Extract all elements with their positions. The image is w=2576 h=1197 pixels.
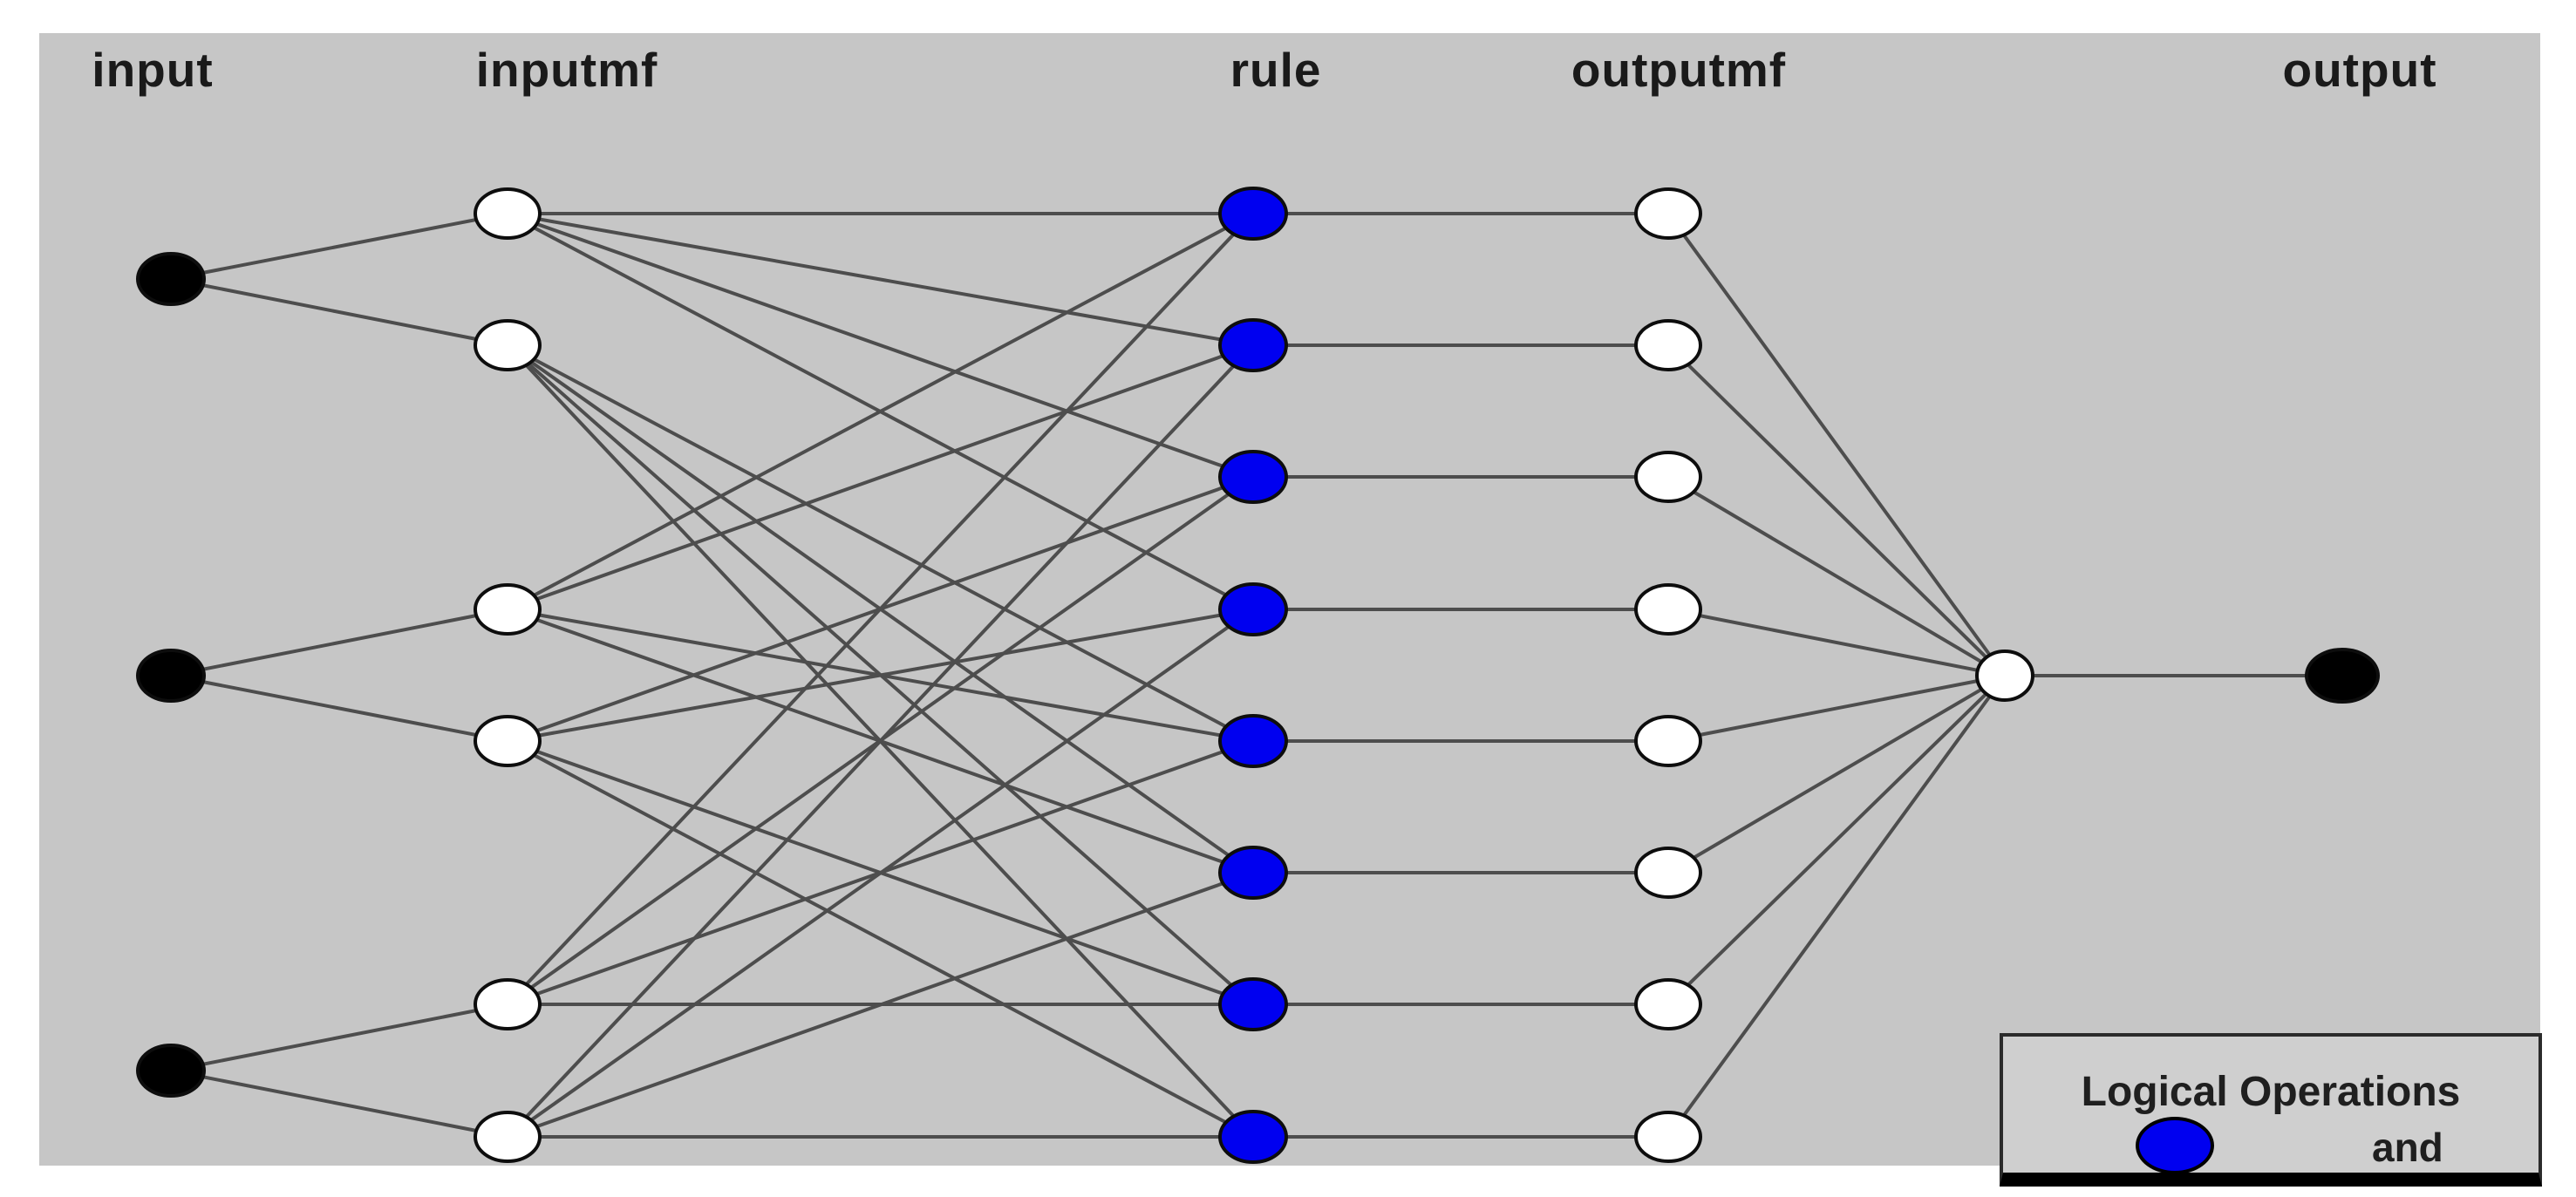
node-rule5 — [1218, 714, 1288, 768]
edge-inputmf5-rule1 — [506, 212, 1255, 1006]
edge-inputmf1-rule3 — [507, 212, 1254, 479]
edge-inputmf4-rule4 — [507, 608, 1254, 743]
node-outputmf1 — [1634, 187, 1702, 240]
edge-outputmf2-agg — [1666, 343, 2007, 677]
legend: Logical Operations and — [2000, 1033, 2542, 1187]
edge-inputmf1-rule2 — [507, 212, 1254, 347]
node-outputmf5 — [1634, 715, 1702, 767]
node-rule8 — [1218, 1110, 1288, 1164]
edge-outputmf4-agg — [1667, 608, 2006, 677]
column-label-outputmf: outputmf — [1571, 43, 1787, 97]
node-outputmf7 — [1634, 978, 1702, 1030]
node-rule2 — [1218, 318, 1288, 372]
node-rule6 — [1218, 846, 1288, 900]
node-output1 — [2305, 648, 2380, 704]
edge-inputmf4-rule8 — [507, 739, 1254, 1139]
edge-outputmf8-agg — [1666, 674, 2007, 1139]
node-outputmf2 — [1634, 319, 1702, 371]
edge-input3-inputmf5 — [170, 1003, 508, 1072]
legend-title: Logical Operations — [2081, 1069, 2461, 1115]
edge-outputmf7-agg — [1666, 674, 2007, 1006]
node-outputmf3 — [1634, 451, 1702, 503]
edge-input1-inputmf2 — [170, 277, 508, 347]
node-rule3 — [1218, 450, 1288, 504]
legend-and-label: and — [2372, 1125, 2443, 1170]
edge-input2-inputmf3 — [170, 608, 508, 677]
node-outputmf4 — [1634, 583, 1702, 636]
edge-outputmf5-agg — [1667, 674, 2006, 743]
plot-area — [39, 33, 2540, 1166]
node-inputmf2 — [474, 319, 542, 371]
edge-input1-inputmf1 — [170, 212, 508, 281]
node-inputmf1 — [474, 187, 542, 240]
node-inputmf6 — [474, 1111, 542, 1163]
column-label-inputmf: inputmf — [475, 43, 658, 97]
column-label-rule: rule — [1230, 43, 1322, 97]
node-inputmf4 — [474, 715, 542, 767]
edge-outputmf1-agg — [1666, 212, 2007, 677]
node-rule1 — [1218, 187, 1288, 241]
edge-input3-inputmf6 — [170, 1069, 508, 1139]
node-inputmf5 — [474, 978, 542, 1030]
edge-inputmf6-rule4 — [506, 608, 1255, 1139]
node-rule7 — [1218, 977, 1288, 1031]
nodes-layer — [136, 187, 2380, 1164]
node-outputmf8 — [1634, 1111, 1702, 1163]
edge-inputmf3-rule1 — [507, 212, 1254, 611]
node-input2 — [136, 649, 206, 703]
edge-inputmf6-rule6 — [507, 871, 1254, 1139]
node-input1 — [136, 252, 206, 306]
edge-input2-inputmf4 — [170, 674, 508, 743]
edges-layer — [170, 212, 2342, 1139]
edge-outputmf6-agg — [1666, 674, 2007, 874]
edge-outputmf3-agg — [1666, 475, 2007, 677]
node-rule4 — [1218, 582, 1288, 636]
edge-inputmf6-rule2 — [506, 343, 1255, 1139]
edge-inputmf3-rule2 — [507, 343, 1254, 611]
node-outputmf6 — [1634, 847, 1702, 899]
edge-inputmf2-rule5 — [507, 343, 1254, 743]
and-operation-node-icon — [2136, 1117, 2214, 1174]
column-label-output: output — [2282, 43, 2437, 97]
node-agg — [1975, 650, 2034, 702]
node-inputmf3 — [474, 583, 542, 636]
column-label-input: input — [92, 43, 214, 97]
node-input3 — [136, 1044, 206, 1098]
